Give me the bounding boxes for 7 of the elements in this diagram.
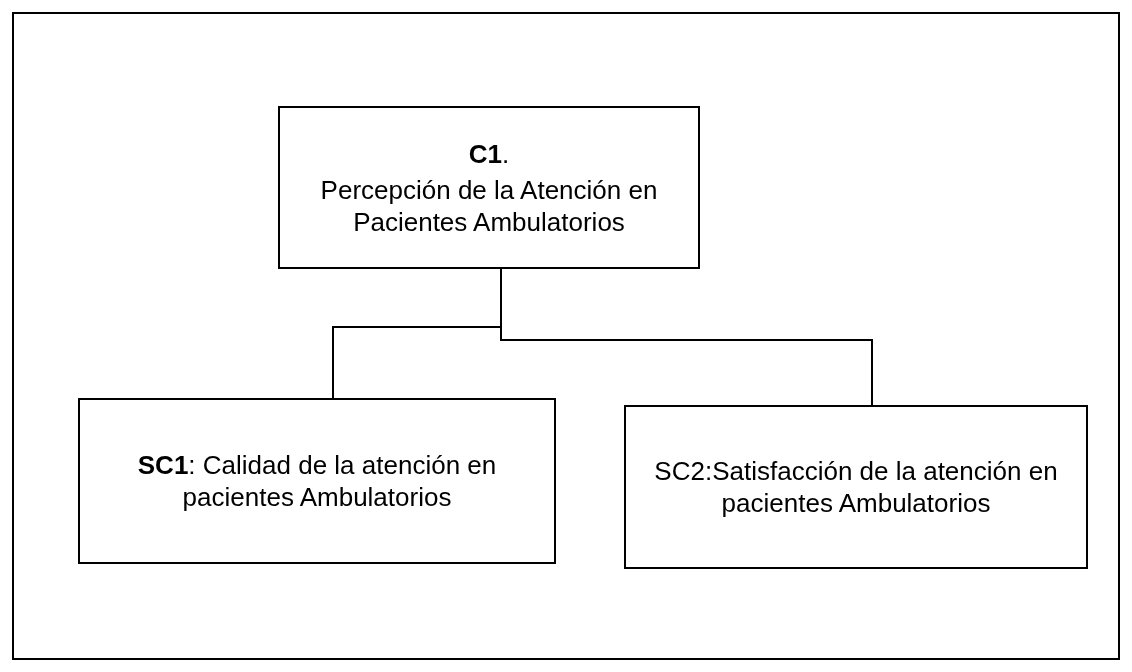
box-text: SC2:Satisfacción de la atención en pacientes Ambulatorios	[653, 455, 1059, 519]
box-text: SC1: Calidad de la atención en pacientes Ambulatorios	[136, 449, 498, 513]
concept-box	[278, 106, 700, 269]
box-text: Percepción de la Atención en Pacientes Ambulatorios	[319, 173, 659, 238]
concept-box	[78, 398, 556, 564]
concept-box	[624, 405, 1088, 569]
box-heading: C1.	[468, 137, 510, 170]
